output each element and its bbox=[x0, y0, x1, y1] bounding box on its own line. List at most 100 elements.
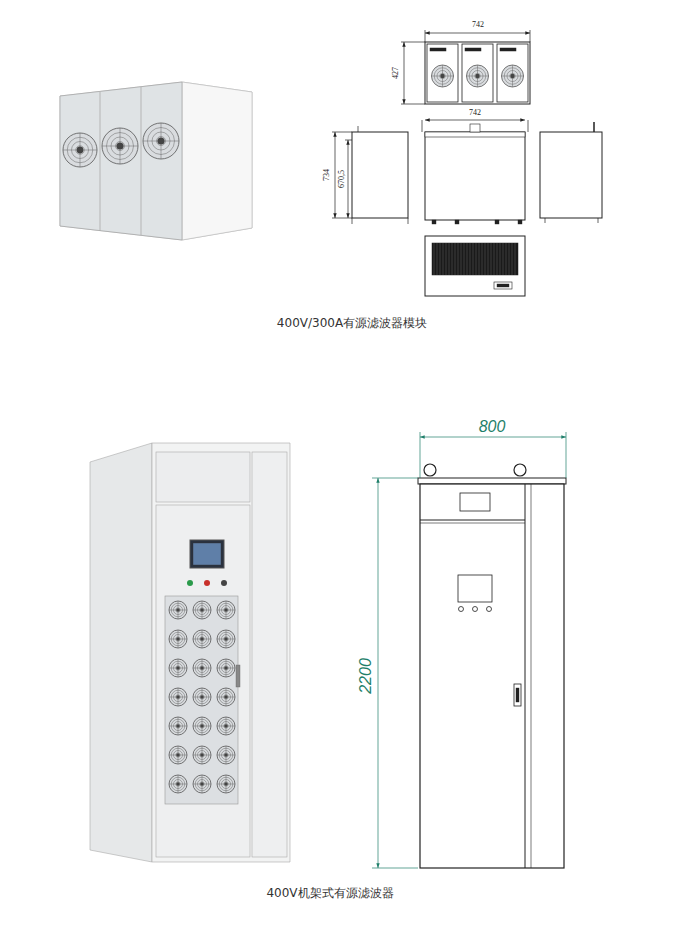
drawing-rect bbox=[425, 42, 530, 104]
terminal bbox=[470, 124, 480, 132]
caption-text: 400V机架式有源滤波器 bbox=[265, 887, 394, 899]
photo-face bbox=[90, 443, 152, 862]
module-views bbox=[332, 120, 602, 224]
fan-ring bbox=[102, 128, 138, 164]
fan-symbol bbox=[217, 746, 235, 764]
fan-hub bbox=[224, 782, 228, 786]
vent-slot bbox=[458, 243, 459, 275]
fan-guard bbox=[176, 724, 181, 729]
module-bottom-view bbox=[425, 236, 525, 296]
side-column bbox=[252, 452, 287, 857]
lifting-eye bbox=[514, 464, 526, 476]
dimension-arrow bbox=[376, 863, 379, 868]
fan-guard bbox=[224, 666, 229, 671]
fan-hub bbox=[200, 724, 204, 728]
dimension-line bbox=[425, 120, 525, 121]
drawing-line bbox=[352, 218, 353, 224]
photo-face bbox=[60, 82, 182, 240]
drawing-line bbox=[401, 42, 425, 43]
panel-divider bbox=[420, 523, 525, 524]
touch-screen bbox=[458, 575, 492, 602]
fan-hub bbox=[176, 695, 180, 699]
drawing-line bbox=[598, 218, 599, 223]
door bbox=[156, 505, 250, 857]
foot bbox=[518, 220, 522, 224]
vent-slot bbox=[494, 243, 495, 275]
fan-symbol bbox=[63, 133, 97, 167]
fan-symbol bbox=[217, 688, 235, 706]
fan-ring bbox=[193, 775, 211, 793]
vent-slot bbox=[509, 243, 510, 275]
fan-panel bbox=[427, 44, 458, 102]
vent-slot bbox=[500, 243, 501, 275]
fan-guard bbox=[200, 637, 205, 642]
fan-guard bbox=[176, 637, 181, 642]
fan-hub bbox=[224, 608, 228, 612]
fan-guard bbox=[176, 782, 181, 787]
fan-ring bbox=[193, 659, 211, 677]
fan-guard bbox=[224, 695, 229, 700]
photo-face bbox=[60, 82, 252, 240]
panel-latch bbox=[430, 48, 446, 51]
fan-ring bbox=[217, 630, 235, 648]
drawing-line bbox=[425, 30, 426, 42]
fan-symbol bbox=[467, 65, 489, 87]
fan-ring bbox=[193, 630, 211, 648]
dimension-line bbox=[402, 42, 405, 104]
fan-symbol bbox=[502, 65, 524, 87]
module-top-view bbox=[401, 30, 530, 104]
extension-line bbox=[372, 868, 418, 869]
fan-ring bbox=[169, 746, 187, 764]
vent-slot bbox=[437, 243, 438, 275]
fan-symbol bbox=[193, 746, 211, 764]
panel-seam bbox=[141, 87, 142, 235]
cabinet-body bbox=[420, 484, 564, 868]
top-panel bbox=[156, 452, 250, 502]
vent-slot bbox=[485, 243, 486, 275]
dimension-line bbox=[378, 478, 379, 868]
vent-slot bbox=[440, 243, 441, 275]
fan-symbol bbox=[217, 659, 235, 677]
fan-guard bbox=[224, 782, 229, 787]
vent-slot bbox=[434, 243, 435, 275]
dimension-arrow bbox=[402, 42, 405, 47]
module-photo bbox=[60, 82, 252, 240]
indicator bbox=[204, 580, 210, 586]
fan-hub bbox=[224, 753, 228, 757]
fan-guard bbox=[475, 73, 481, 79]
fan-guard bbox=[116, 142, 125, 151]
vent-slot bbox=[479, 243, 480, 275]
door-handle bbox=[514, 684, 521, 706]
panel-latch bbox=[500, 48, 516, 51]
fan-symbol bbox=[169, 659, 187, 677]
connector bbox=[494, 282, 512, 289]
button bbox=[487, 607, 492, 612]
fan-guard bbox=[224, 608, 229, 613]
dimension-text: 742 bbox=[471, 21, 485, 29]
fan-ring bbox=[467, 65, 489, 87]
panel-seam bbox=[100, 92, 101, 231]
drawing-line bbox=[545, 218, 546, 223]
terminal bbox=[593, 122, 595, 132]
door-handle bbox=[516, 688, 519, 702]
fan-panel bbox=[462, 44, 493, 102]
vent-slot bbox=[449, 243, 450, 275]
vent-slot bbox=[443, 243, 444, 275]
photo-face bbox=[152, 443, 290, 862]
fan-symbol bbox=[217, 775, 235, 793]
fan-ring bbox=[169, 688, 187, 706]
fan-ring bbox=[169, 601, 187, 619]
dimension-line bbox=[425, 31, 530, 34]
nameplate bbox=[460, 493, 490, 511]
screen-glass bbox=[193, 543, 221, 565]
vent-slot bbox=[491, 243, 492, 275]
fan-ring bbox=[217, 688, 235, 706]
fan-ring bbox=[217, 746, 235, 764]
dimension-line bbox=[420, 435, 566, 438]
fan-ring bbox=[193, 601, 211, 619]
vent-slot bbox=[488, 243, 489, 275]
column-divider bbox=[531, 484, 532, 868]
vent-slot bbox=[455, 243, 456, 275]
dimension-arrow bbox=[425, 31, 430, 34]
